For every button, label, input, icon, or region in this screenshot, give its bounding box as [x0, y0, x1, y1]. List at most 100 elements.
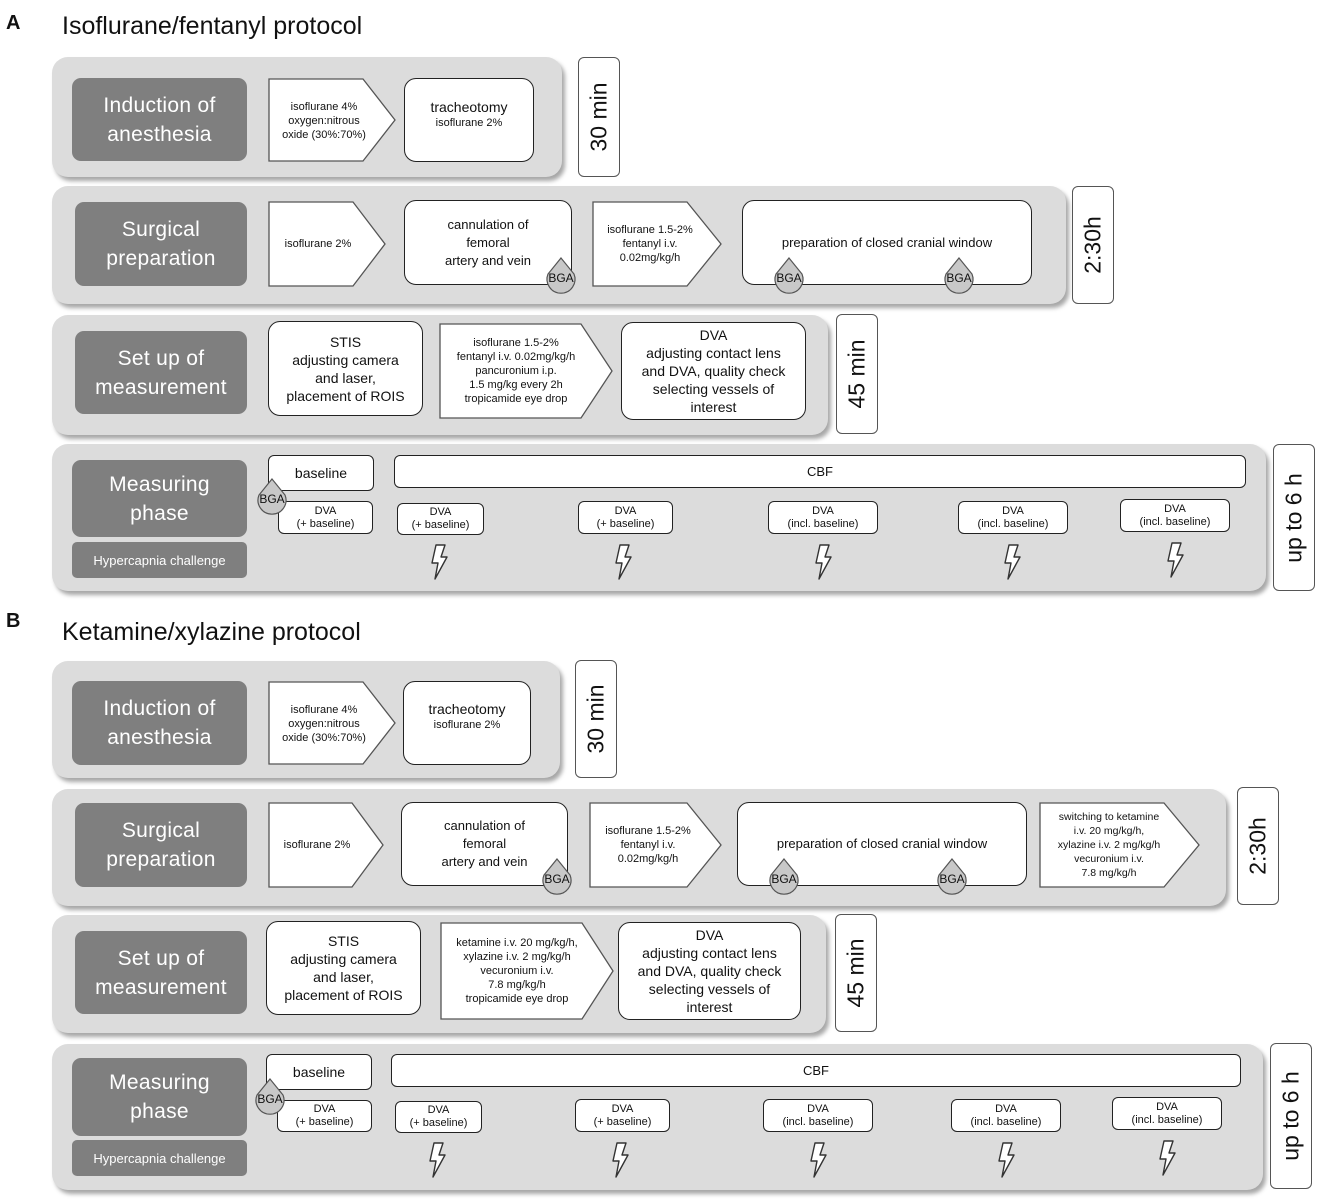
box-cbf-b: CBF — [391, 1054, 1241, 1087]
box-tracheotomy-a: tracheotomy isoflurane 2% — [404, 78, 534, 162]
time-label-induction-b: 30 min — [582, 684, 609, 754]
arrow-label-surgical1-b: isoflurane 2% — [283, 838, 351, 851]
box-stis-a: STIS adjusting camera and laser, placeme… — [268, 321, 423, 416]
box-tracheotomy-title-b: tracheotomy — [428, 701, 506, 717]
box-baseline-a: baseline — [268, 455, 374, 491]
time-label-measuring-a: up to 6 h — [1280, 472, 1307, 563]
arrow-step-surgical1-a — [268, 201, 386, 287]
phase-measuring-b: Measuring phase — [72, 1058, 247, 1136]
lightning-bolt-icon — [1167, 542, 1184, 578]
dva-box-a-4: DVA (incl. baseline) — [768, 501, 878, 534]
dva-box-b-5: DVA (incl. baseline) — [951, 1099, 1061, 1132]
time-badge-setup-a: 45 min — [836, 314, 878, 434]
box-baseline-b: baseline — [266, 1054, 372, 1090]
box-stis-b: STIS adjusting camera and laser, placeme… — [266, 921, 421, 1015]
arrow-step-setup-a — [439, 323, 613, 419]
box-tracheotomy-title-a: tracheotomy — [430, 99, 508, 115]
dva-box-b-2: DVA (+ baseline) — [395, 1101, 482, 1133]
blood-drop-icon — [542, 858, 572, 895]
dva-box-a-1: DVA (+ baseline) — [278, 501, 373, 534]
dva-box-a-6: DVA (incl. baseline) — [1120, 499, 1230, 532]
phase-surgical-a: Surgical preparation — [75, 202, 247, 286]
blood-drop-icon — [546, 257, 576, 294]
phase-induction-a: Induction of anesthesia — [72, 78, 247, 161]
box-tracheotomy-sub-b: isoflurane 2% — [433, 719, 501, 731]
hypercapnia-challenge-b: Hypercapnia challenge — [72, 1140, 247, 1176]
panel-label-a: A — [6, 12, 21, 34]
panel-label-b: B — [6, 610, 21, 632]
blood-drop-icon — [255, 1078, 285, 1115]
blood-drop-icon — [257, 478, 287, 515]
dva-box-b-4: DVA (incl. baseline) — [763, 1099, 873, 1132]
lightning-bolt-icon — [431, 544, 448, 580]
box-tracheotomy-b: tracheotomy isoflurane 2% — [403, 681, 531, 765]
arrow-label-setup-a: isoflurane 1.5-2% fentanyl i.v. 0.02mg/k… — [456, 336, 576, 405]
bga-label: BGA — [257, 1092, 283, 1106]
dva-box-b-1: DVA (+ baseline) — [277, 1100, 372, 1132]
time-label-surgical-b: 2:30h — [1244, 817, 1271, 875]
time-badge-measuring-a: up to 6 h — [1273, 444, 1315, 591]
time-badge-induction-b: 30 min — [575, 660, 617, 778]
arrow-label-setup-b: ketamine i.v. 20 mg/kg/h, xylazine i.v. … — [456, 936, 578, 1005]
arrow-step-surgical2-a — [592, 201, 722, 287]
time-label-setup-b: 45 min — [842, 938, 869, 1008]
arrow-step-surgical2-b — [589, 802, 722, 888]
phase-setup-a: Set up of measurement — [75, 331, 247, 414]
blood-drop-icon — [769, 858, 799, 895]
dva-box-a-5: DVA (incl. baseline) — [958, 501, 1068, 534]
blood-drop-icon — [774, 257, 804, 294]
box-cbf-a: CBF — [394, 455, 1246, 488]
phase-induction-b: Induction of anesthesia — [72, 681, 247, 765]
arrow-label-surgical3-b: switching to ketamine i.v. 20 mg/kg/h, x… — [1057, 810, 1161, 879]
blood-drop-icon — [937, 858, 967, 895]
arrow-label-surgical2-b: isoflurane 1.5-2% fentanyl i.v. 0.02mg/k… — [605, 824, 691, 865]
arrow-label-induction-b: isoflurane 4% oxygen:nitrous oxide (30%:… — [282, 703, 366, 744]
dva-box-a-2: DVA (+ baseline) — [397, 503, 484, 535]
panel-title-b: Ketamine/xylazine protocol — [62, 618, 361, 646]
dva-box-a-3: DVA (+ baseline) — [578, 501, 673, 534]
hypercapnia-challenge-a: Hypercapnia challenge — [72, 542, 247, 578]
time-badge-induction-a: 30 min — [578, 57, 620, 177]
lightning-bolt-icon — [810, 1142, 827, 1178]
lightning-bolt-icon — [615, 544, 632, 580]
panel-title-a: Isoflurane/fentanyl protocol — [62, 12, 363, 40]
time-label-induction-a: 30 min — [585, 82, 612, 152]
lightning-bolt-icon — [1004, 544, 1021, 580]
lightning-bolt-icon — [429, 1142, 446, 1178]
bga-label: BGA — [939, 872, 965, 886]
time-badge-measuring-b: up to 6 h — [1270, 1043, 1312, 1189]
lightning-bolt-icon — [612, 1142, 629, 1178]
time-label-measuring-b: up to 6 h — [1277, 1071, 1304, 1161]
box-cannulation-b: cannulation of femoral artery and vein — [401, 802, 568, 886]
dva-box-b-6: DVA (incl. baseline) — [1112, 1097, 1222, 1130]
arrow-step-induction-a — [268, 78, 396, 162]
arrow-step-setup-b — [440, 922, 614, 1020]
arrow-label-surgical2-a: isoflurane 1.5-2% fentanyl i.v. 0.02mg/k… — [607, 223, 693, 264]
arrow-step-surgical1-b — [268, 802, 384, 888]
lightning-bolt-icon — [815, 544, 832, 580]
arrow-label-surgical1-a: isoflurane 2% — [284, 237, 352, 250]
bga-label: BGA — [548, 271, 574, 285]
phase-setup-b: Set up of measurement — [75, 931, 247, 1014]
time-badge-setup-b: 45 min — [835, 914, 877, 1032]
time-badge-surgical-a: 2:30h — [1072, 186, 1114, 304]
box-dva-setup-a: DVA adjusting contact lens and DVA, qual… — [621, 322, 806, 420]
dva-box-b-3: DVA (+ baseline) — [575, 1099, 670, 1132]
bga-label: BGA — [259, 492, 285, 506]
phase-measuring-a: Measuring phase — [72, 460, 247, 537]
arrow-label-induction-a: isoflurane 4% oxygen:nitrous oxide (30%:… — [282, 100, 366, 141]
time-badge-surgical-b: 2:30h — [1237, 787, 1279, 905]
time-label-setup-a: 45 min — [843, 339, 870, 409]
bga-label: BGA — [776, 271, 802, 285]
bga-label: BGA — [771, 872, 797, 886]
box-cranial-window-a: preparation of closed cranial window — [742, 200, 1032, 285]
bga-label: BGA — [946, 271, 972, 285]
blood-drop-icon — [944, 257, 974, 294]
box-dva-setup-b: DVA adjusting contact lens and DVA, qual… — [618, 922, 801, 1020]
arrow-step-surgical3-b — [1039, 802, 1200, 888]
box-cannulation-a: cannulation of femoral artery and vein — [404, 200, 572, 285]
time-label-surgical-a: 2:30h — [1079, 216, 1106, 274]
arrow-step-induction-b — [268, 681, 396, 765]
box-tracheotomy-sub-a: isoflurane 2% — [435, 117, 503, 129]
lightning-bolt-icon — [998, 1142, 1015, 1178]
